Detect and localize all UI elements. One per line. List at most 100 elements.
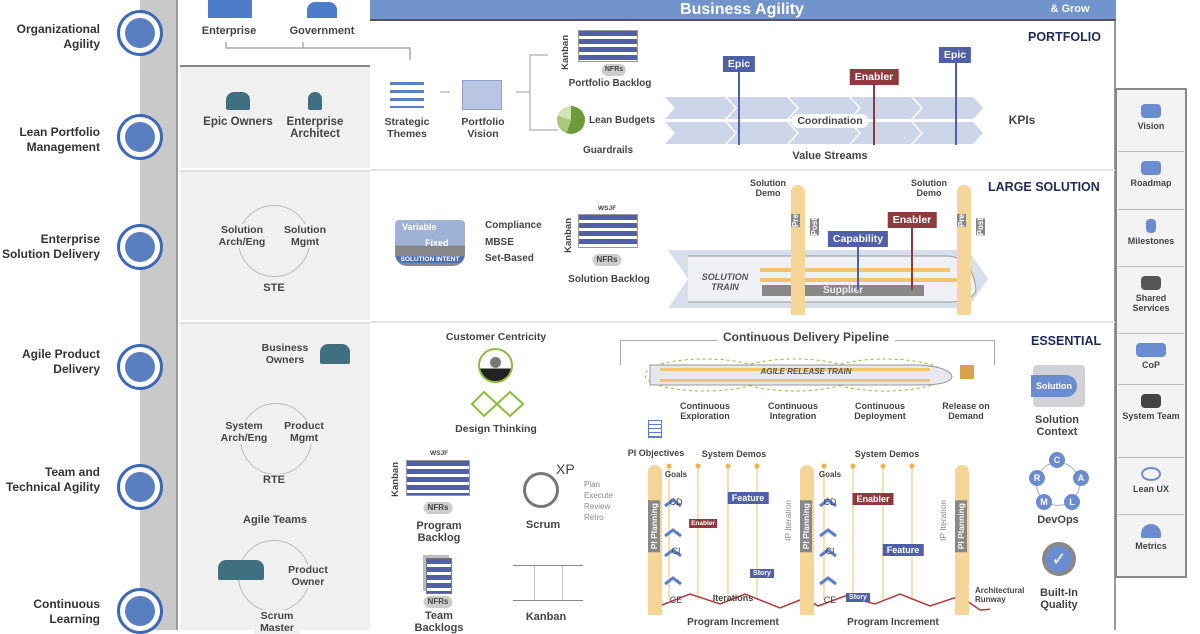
competency-lean-portfolio-management[interactable]: Lean Portfolio Management [19,125,100,154]
solution-arch-label[interactable]: Solution Arch/Eng [212,224,272,248]
solution-wsjf: WSJF [598,205,617,212]
solution-kanban-board-icon[interactable] [578,214,638,248]
enabler-item[interactable]: Enabler [689,519,717,528]
enabler-flag[interactable]: Enabler [849,69,899,85]
palette-metrics[interactable]: Metrics [1118,516,1184,576]
palette-label: CoP [1142,360,1160,370]
practice-set-based[interactable]: Set-Based [485,253,534,264]
devops-label[interactable]: DevOps [1037,514,1079,526]
program-kanban-board-icon[interactable] [406,460,470,496]
cdp-stage-deployment[interactable]: Continuous Deployment [854,401,906,421]
team-kanban-label[interactable]: Kanban [525,611,567,623]
lean-portfolio-icon[interactable] [117,114,163,160]
palette-roadmap[interactable]: Roadmap [1118,153,1184,210]
portfolio-kanban-board-icon[interactable] [578,30,638,62]
intent-fixed: Fixed [425,238,449,248]
palette-lean-ux[interactable]: Lean UX [1118,459,1184,515]
cdp-stage-release[interactable]: Release on Demand [942,401,990,421]
pi-planning-label[interactable]: PI Planning [800,500,812,553]
ste-label[interactable]: STE [263,282,285,294]
palette-system-team[interactable]: System Team [1118,386,1184,458]
cdp-stage-exploration[interactable]: Continuous Exploration [680,401,730,421]
xp-label[interactable]: XP [556,461,575,477]
enabler-item[interactable]: Enabler [852,493,894,505]
guardrails-label[interactable]: Guardrails [582,145,634,156]
competency-team-technical-agility[interactable]: Team and Technical Agility [5,465,100,494]
capability-flag[interactable]: Capability [827,231,889,247]
practice-compliance[interactable]: Compliance [485,220,542,231]
architectural-runway-label[interactable]: Architectural Runway [975,586,1025,604]
scrum-label[interactable]: Scrum [525,519,561,531]
palette-label: Vision [1137,121,1165,131]
program-backlog-label[interactable]: Program Backlog [416,520,462,544]
enabler-flag[interactable]: Enabler [887,212,937,228]
team-backlogs-label[interactable]: Team Backlogs [414,610,464,634]
palette-cop[interactable]: CoP [1118,335,1184,385]
competency-continuous-learning[interactable]: Continuous Learning [33,597,100,626]
portfolio-vision-label[interactable]: Portfolio Vision [461,116,505,140]
value-streams-label[interactable]: Value Streams [792,150,868,162]
continuous-learning-icon[interactable] [117,588,163,634]
enterprise-label[interactable]: Enterprise [201,25,257,37]
government-label[interactable]: Government [289,25,355,37]
scrum-cycle-icon [523,472,559,508]
agile-teams-label[interactable]: Agile Teams [243,514,307,526]
customer-centricity-label[interactable]: Customer Centricity [445,331,547,343]
practice-mbse[interactable]: MBSE [485,237,514,248]
pi-planning-label[interactable]: PI Planning [648,500,660,553]
solution-demo-label[interactable]: Solution Demo [750,178,786,198]
government-icon[interactable] [307,2,337,18]
system-demos-label[interactable]: System Demos [701,449,767,459]
program-increment-label[interactable]: Program Increment [687,617,779,628]
built-in-quality-label[interactable]: Built-In Quality [1040,587,1078,611]
competency-agile-product-delivery[interactable]: Agile Product Delivery [21,347,100,376]
enterprise-icon[interactable] [208,0,252,18]
pi-planning-label[interactable]: PI Planning [955,500,967,553]
team-kanban-board-icon[interactable] [513,565,583,601]
program-increment-label[interactable]: Program Increment [847,617,939,628]
cdp-title[interactable]: Continuous Delivery Pipeline [716,331,896,343]
business-owners-label[interactable]: Business Owners [261,342,309,366]
solution-context-label[interactable]: Solution Context [1035,414,1079,438]
solution-mgmt-label[interactable]: Solution Mgmt [280,224,330,248]
kpis-label[interactable]: KPIs [1008,113,1036,127]
epic-flag[interactable]: Epic [938,47,972,63]
system-arch-label[interactable]: System Arch/Eng [216,420,272,444]
team-technical-icon[interactable] [117,464,163,510]
built-in-quality-icon[interactable]: ✓ [1042,542,1076,576]
design-thinking-label[interactable]: Design Thinking [455,423,537,435]
supplier-label[interactable]: Supplier [822,285,864,296]
portfolio-backlog-label[interactable]: Portfolio Backlog [568,78,652,89]
story-item[interactable]: Story [846,593,870,602]
enterprise-architect-icon [308,92,322,110]
connector-lines [225,42,558,131]
product-mgmt-label[interactable]: Product Mgmt [279,420,329,444]
story-item[interactable]: Story [750,569,774,578]
rte-label[interactable]: RTE [263,474,285,486]
strategic-themes-label[interactable]: Strategic Themes [384,116,430,140]
solution-train-icon [668,250,988,308]
cdp-stage-integration[interactable]: Continuous Integration [768,401,818,421]
product-owner-label[interactable]: Product Owner [283,564,333,588]
team-backlogs-icon[interactable] [426,558,452,594]
organizational-agility-icon[interactable] [117,10,163,56]
epic-flag[interactable]: Epic [722,56,756,72]
enterprise-architect-label[interactable]: Enterprise Architect [286,116,344,140]
palette-shared-services[interactable]: Shared Services [1118,268,1184,334]
scrum-master-label[interactable]: Scrum Master [254,610,300,634]
agile-product-icon[interactable] [117,344,163,390]
feature-item[interactable]: Feature [882,544,924,556]
solution-backlog-label[interactable]: Solution Backlog [568,274,650,285]
solution-demo-label[interactable]: Solution Demo [911,178,947,198]
epic-owners-label[interactable]: Epic Owners [203,116,273,128]
feature-item[interactable]: Feature [727,492,769,504]
enterprise-solution-icon[interactable] [117,224,163,270]
palette-milestones[interactable]: Milestones [1118,211,1184,267]
system-demos-label[interactable]: System Demos [854,449,920,459]
lean-budgets-label[interactable]: Lean Budgets [588,115,656,126]
pi-objectives-label[interactable]: PI Objectives [627,448,685,458]
competency-enterprise-solution-delivery[interactable]: Enterprise Solution Delivery [1,232,100,261]
palette-vision[interactable]: Vision [1118,96,1184,152]
competency-organizational-agility[interactable]: Organizational Agility [16,22,100,51]
iterations-label[interactable]: Iterations [712,593,754,603]
